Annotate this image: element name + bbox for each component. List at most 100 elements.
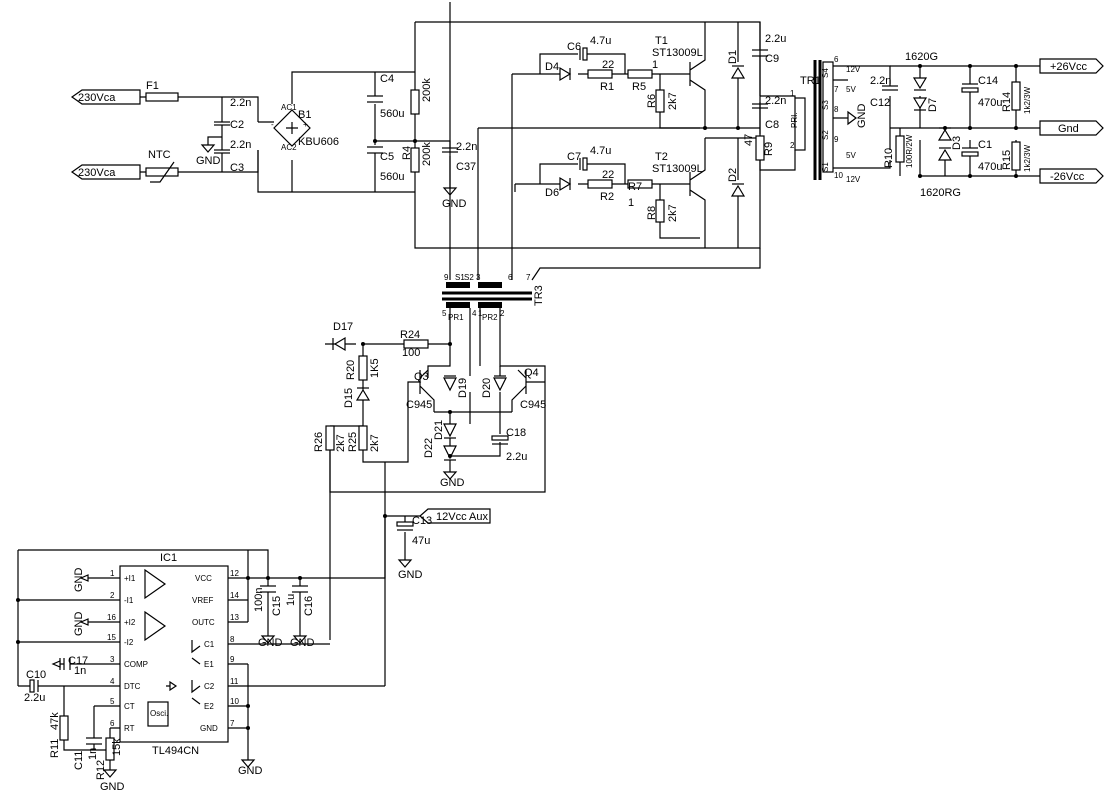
label-d3: D3 (951, 136, 963, 150)
value-c15: 100n (253, 588, 265, 612)
cap-c18 (491, 435, 509, 441)
label-osc: Osci. (150, 709, 168, 718)
ic-pin-4: 4 (110, 677, 115, 686)
value-c10: 2.2u (24, 692, 45, 704)
value-c16: 1u (285, 594, 297, 606)
label-gnd-drv: GND (440, 477, 465, 489)
port-vpos (1039, 58, 1104, 74)
ic-pin-9: 9 (230, 655, 235, 664)
label-q3: Q3 (414, 371, 429, 383)
port-aux-label: 12Vcc Aux (436, 511, 488, 523)
label-c16: C16 (303, 596, 315, 616)
label-tr3-s2: S2 (464, 273, 474, 282)
value-c9: 2.2u (765, 33, 786, 45)
label-tr3-s1: S1 (455, 273, 465, 282)
label-c18: C18 (506, 427, 526, 439)
label-tr3-p4: 4 (472, 309, 477, 318)
ic-pin-6: 6 (110, 719, 115, 728)
value-r14: 1k2/3W (1023, 86, 1032, 114)
gnd-symbol-rt (102, 769, 118, 778)
tr1-primary (794, 97, 806, 151)
ic-pin-14-label: VREF (192, 596, 213, 605)
label-bridge-plus: + (303, 120, 308, 129)
label-c4: C4 (380, 73, 394, 85)
label-tr3-p6: 6 (508, 273, 513, 282)
resistor-r26 (325, 425, 335, 451)
cap-c13 (396, 521, 414, 527)
resistor-r7 (627, 179, 653, 189)
label-bridge-minus: - (271, 120, 274, 129)
value-c1: 470u (978, 161, 1002, 173)
label-c14: C14 (978, 75, 998, 87)
value-c37: 2.2n (456, 141, 477, 153)
label-c12: C12 (870, 97, 890, 109)
label-c3: C3 (230, 162, 244, 174)
cap-c10 (29, 679, 35, 693)
resistor-r25 (358, 425, 368, 451)
label-gnd-ic: GND (238, 765, 263, 777)
value-c7: 4.7u (590, 145, 611, 157)
label-r12: R12 (95, 760, 107, 780)
resistor-r12 (105, 737, 115, 761)
resistor-r20 (358, 355, 368, 381)
ic-pin-14: 14 (230, 591, 239, 600)
value-r24: 100 (402, 347, 420, 359)
label-ic1: IC1 (160, 552, 177, 564)
output-section: +26Vcc Gnd -26Vcc TR1 PRI. 1 2 6 7 8 9 1… (790, 51, 1104, 199)
label-d21: D21 (433, 420, 445, 440)
ic-pin-11-label: C2 (204, 682, 215, 691)
label-d19: D19 (457, 378, 469, 398)
ic-pin-16: 16 (107, 613, 116, 622)
value-c11: 1n (87, 748, 99, 760)
label-r25: R25 (347, 432, 359, 452)
label-d4: D4 (545, 61, 559, 73)
fuse-f1 (145, 92, 179, 102)
gnd-symbol-input (200, 144, 216, 153)
label-1620rg: 1620RG (920, 187, 961, 199)
value-c5: 560u (380, 171, 404, 183)
ic-pin-6-label: RT (124, 724, 135, 733)
resistor-r14 (1011, 81, 1021, 111)
label-tr1-p8: 8 (834, 105, 839, 114)
label-ntc: NTC (148, 149, 171, 161)
ic-pin-2-label: -I1 (124, 596, 134, 605)
ic-pin-2: 2 (110, 591, 115, 600)
driver-section: TR3 9 3 6 7 S1 S2 5 PR1 4 1 PR2 2 (313, 2, 761, 686)
ic-pin-5-label: CT (124, 702, 135, 711)
label-gnd-rt: GND (100, 781, 125, 793)
diode-d20 (493, 377, 507, 392)
label-f1: F1 (146, 80, 159, 92)
diode-d2 (730, 184, 746, 197)
label-d22: D22 (423, 438, 435, 458)
label-b1: B1 (298, 109, 311, 121)
resistor-r6 (655, 89, 665, 113)
diode-d7a (912, 77, 928, 90)
resistor-r1 (587, 69, 613, 79)
diode-d6 (559, 176, 572, 192)
label-tr1: TR1 (800, 75, 821, 87)
label-r1: R1 (600, 81, 614, 93)
value-r4: 200k (421, 142, 433, 166)
label-d1: D1 (727, 50, 739, 64)
label-r7: R7 (628, 181, 642, 193)
value-c2: 2.2n (230, 97, 251, 109)
cap-c7 (582, 157, 588, 171)
ic-pin-8-label: C1 (204, 640, 215, 649)
label-c37: C37 (456, 161, 476, 173)
value-c13: 47u (412, 535, 430, 547)
label-gnd-bulk: GND (442, 198, 467, 210)
label-gnd-pin1: GND (73, 568, 85, 593)
ic1-osc (147, 701, 169, 727)
label-tr1-p10: 10 (834, 171, 843, 180)
label-ic1-part: TL494CN (152, 745, 199, 757)
value-c14: 470u (978, 97, 1002, 109)
label-d2: D2 (727, 168, 739, 182)
diode-d22 (443, 445, 457, 460)
label-c7: C7 (567, 151, 581, 163)
value-q3: C945 (406, 399, 432, 411)
ic1-opamp2 (144, 610, 167, 642)
label-r14: R14 (1001, 92, 1013, 112)
port-gnd-label: Gnd (1058, 123, 1079, 135)
value-r7: 1 (628, 197, 634, 209)
